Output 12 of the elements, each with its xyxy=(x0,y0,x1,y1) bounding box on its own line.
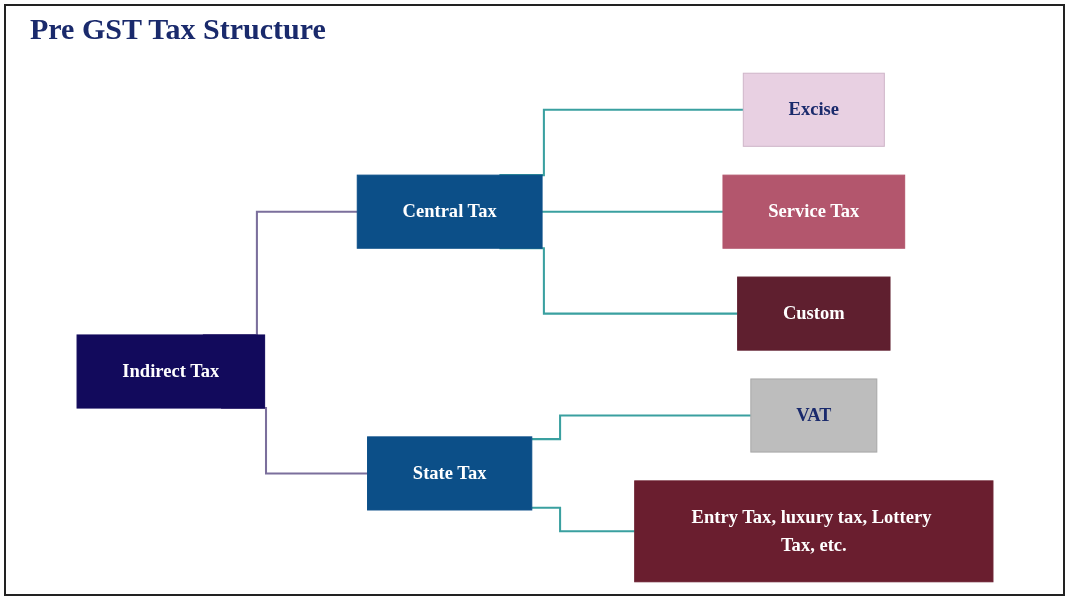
connector xyxy=(542,210,723,213)
connector xyxy=(531,414,751,441)
node-box: Excise xyxy=(742,72,885,147)
node-box: VAT xyxy=(750,378,878,453)
node-box: Service Tax xyxy=(722,174,906,249)
node-box: Indirect Tax xyxy=(76,334,266,409)
connector xyxy=(531,506,635,533)
node-box: Entry Tax, luxury tax, Lottery Tax, etc. xyxy=(634,480,994,583)
node-box: State Tax xyxy=(367,436,533,511)
node-box: Custom xyxy=(737,276,891,351)
title: Pre GST Tax Structure xyxy=(30,12,326,46)
node-box: Central Tax xyxy=(356,174,543,249)
